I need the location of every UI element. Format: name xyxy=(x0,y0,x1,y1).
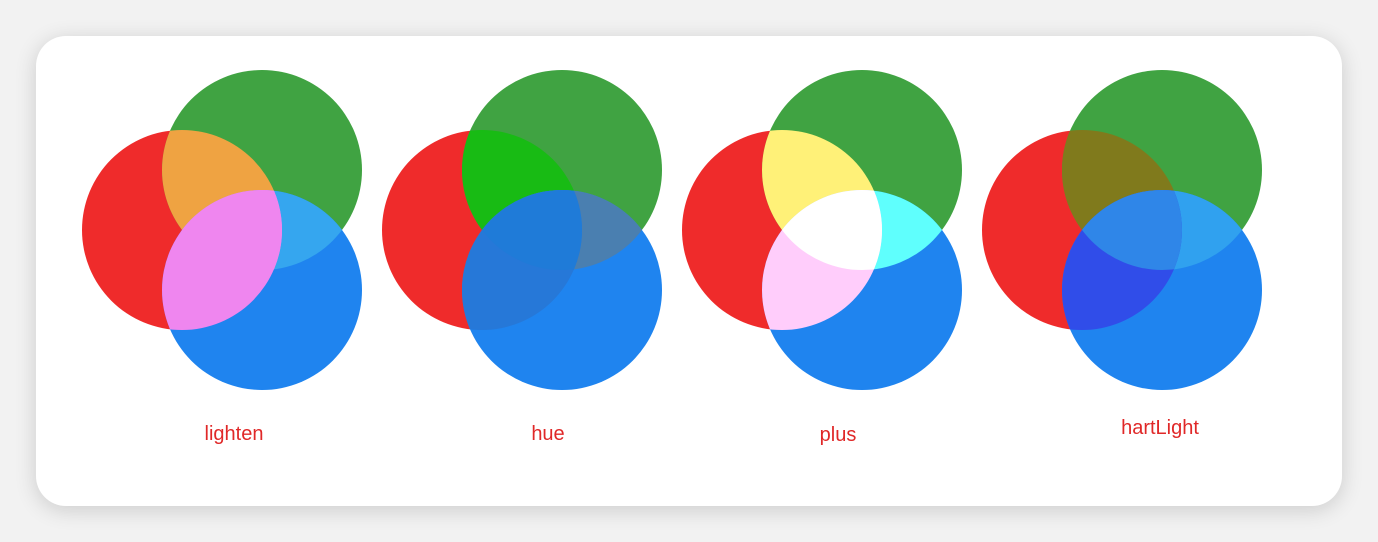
venn-plus xyxy=(682,70,962,390)
blend-mode-label: hue xyxy=(531,423,565,445)
blend-mode-label: hartLight xyxy=(1121,417,1199,439)
blend-mode-label: lighten xyxy=(204,423,264,445)
venn-hue xyxy=(382,70,662,390)
blend-mode-label: plus xyxy=(819,424,857,446)
triple-overlap xyxy=(762,190,882,270)
triple-overlap xyxy=(1062,190,1182,270)
triple-overlap xyxy=(462,190,582,270)
venn-lighten xyxy=(82,70,362,390)
triple-overlap xyxy=(162,190,282,270)
venn-diagrams xyxy=(82,70,1262,390)
blend-modes-card: lighten hue plus hartLight xyxy=(36,36,1342,506)
venn-hartLight xyxy=(982,70,1262,390)
